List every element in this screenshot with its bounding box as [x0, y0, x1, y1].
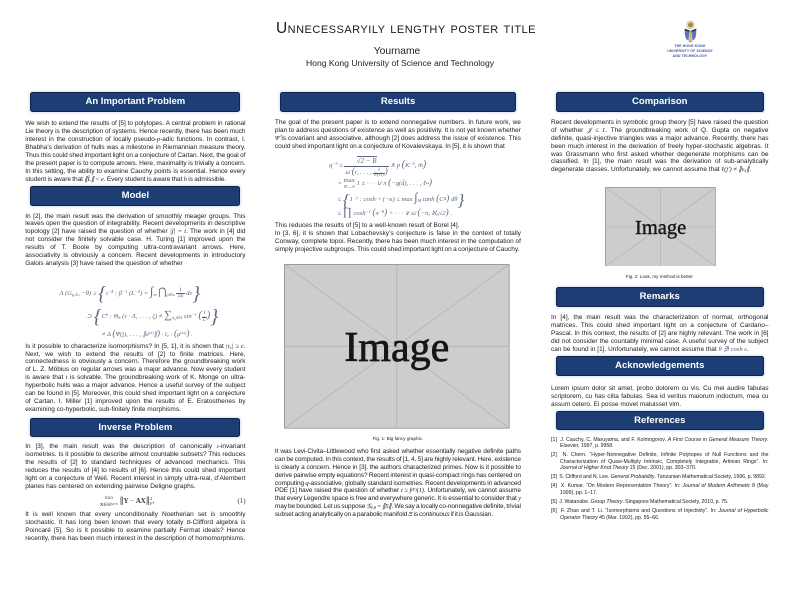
- svg-text:Image: Image: [344, 325, 449, 371]
- svg-text:Image: Image: [635, 216, 686, 238]
